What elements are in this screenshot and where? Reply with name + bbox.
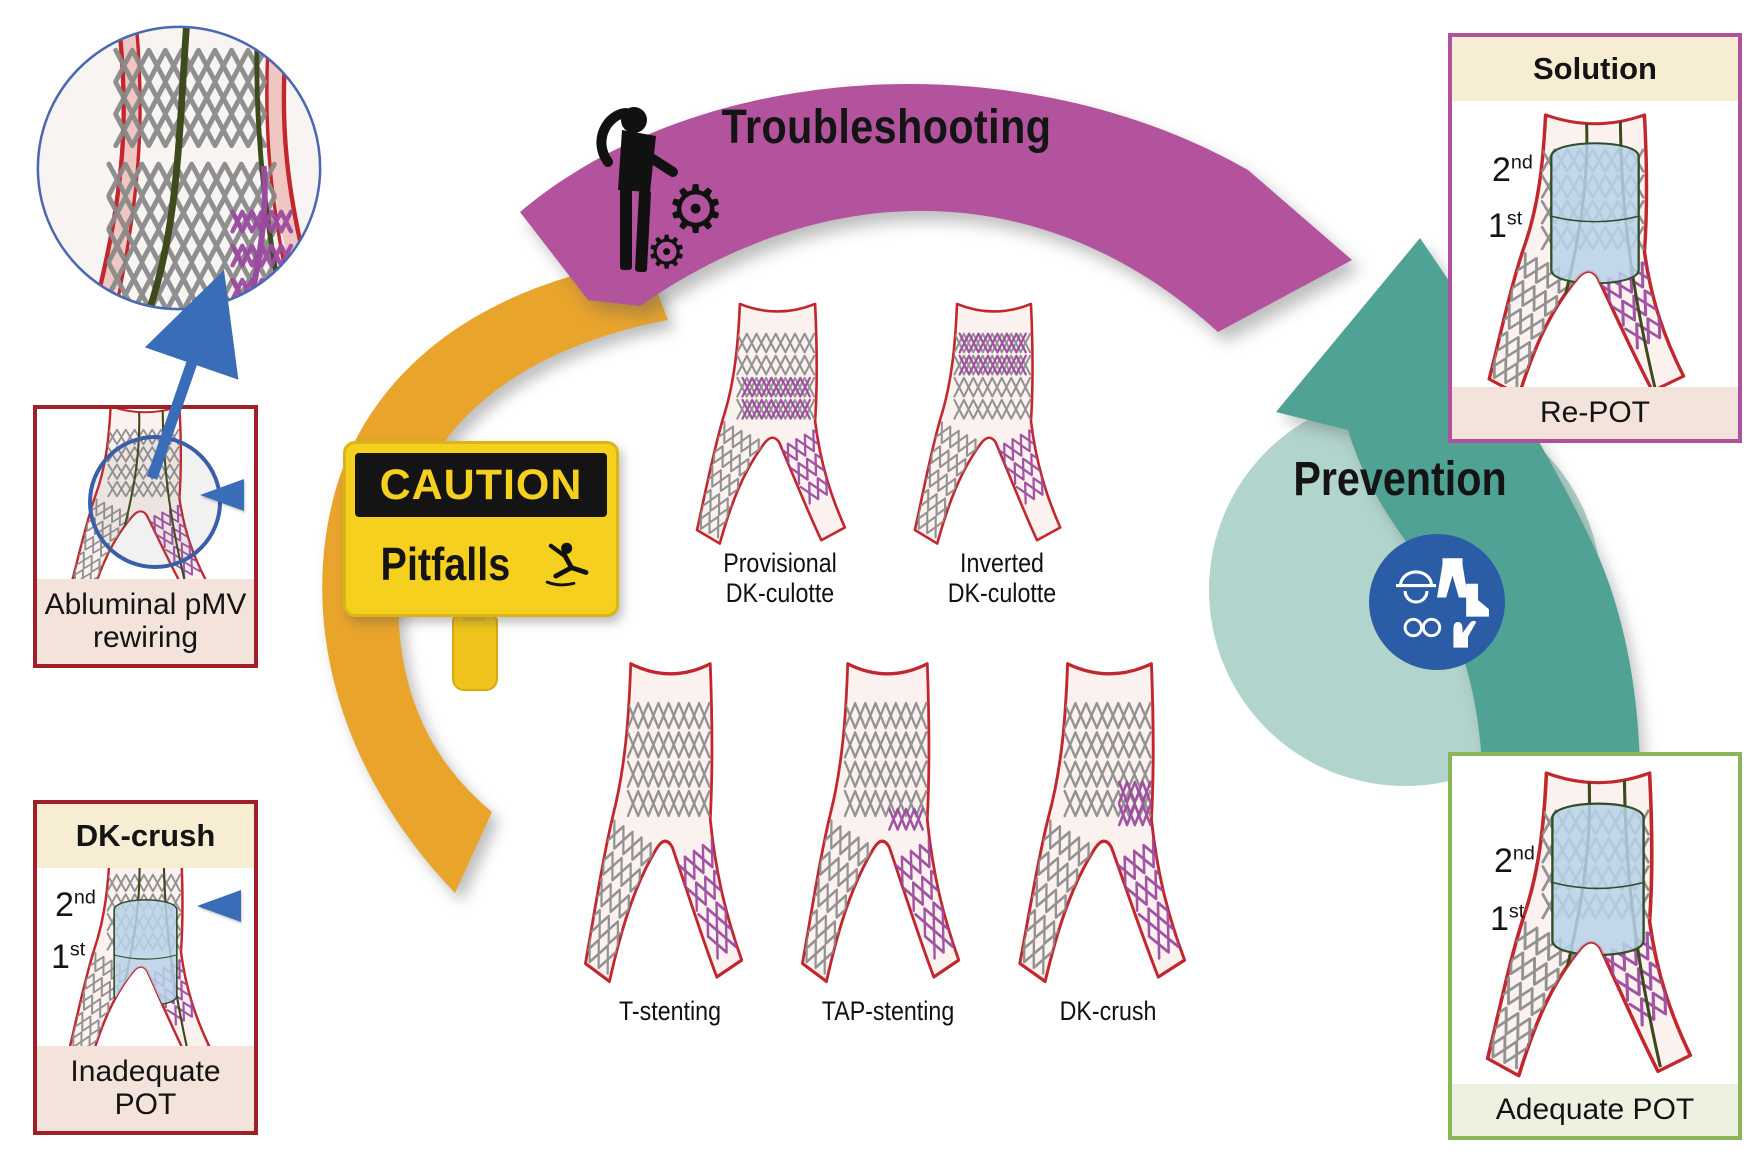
glove-icon bbox=[1453, 620, 1477, 648]
figure-provisional-dk-culotte bbox=[690, 292, 865, 547]
figure-dk-crush bbox=[1012, 648, 1207, 986]
ppe-icons-circle bbox=[1369, 534, 1505, 670]
ppe-icons bbox=[1395, 558, 1489, 648]
stage-label-first: 1st bbox=[1490, 900, 1525, 938]
stage-label-second: 2nd bbox=[1492, 151, 1533, 189]
panel-solution-caption: Re-POT bbox=[1452, 386, 1738, 439]
gear-icon-small: ⚙ bbox=[646, 225, 687, 275]
prevention-title: Prevention bbox=[1293, 453, 1507, 506]
panel-dk-crush-caption: Inadequate POT bbox=[37, 1046, 254, 1131]
label-t-stenting: T-stenting bbox=[619, 996, 721, 1026]
panel-solution-title: Solution bbox=[1452, 37, 1738, 101]
figure-tap-stenting bbox=[795, 648, 980, 986]
slipping-person-icon bbox=[546, 542, 589, 587]
panel-abluminal-caption: Abluminal pMV rewiring bbox=[37, 579, 254, 664]
figure-inverted-dk-culotte bbox=[908, 292, 1080, 547]
caution-sign: CAUTION Pitfalls bbox=[343, 441, 619, 617]
panel-adequate-pot: 2nd 1st Adequate POT bbox=[1448, 752, 1742, 1140]
pointer-arrowhead bbox=[200, 479, 244, 511]
label-provisional-dk-culotte: Provisional DK-culotte bbox=[723, 548, 837, 609]
label-dk-crush: DK-crush bbox=[1059, 996, 1157, 1026]
figure-t-stenting bbox=[578, 648, 763, 986]
goggles-icon bbox=[1403, 617, 1442, 638]
label-tap-stenting: TAP-stenting bbox=[821, 996, 955, 1026]
stent-figure-inadequate-pot bbox=[63, 868, 228, 1047]
stage-label-first: 1st bbox=[51, 938, 86, 976]
stent-figure-re-pot bbox=[1480, 101, 1710, 387]
panel-abluminal-rewiring: Abluminal pMV rewiring bbox=[33, 405, 258, 668]
panel-adequate-caption: Adequate POT bbox=[1452, 1083, 1738, 1136]
boot-icon bbox=[1466, 583, 1489, 617]
coveralls-icon bbox=[1437, 558, 1468, 598]
panel-dk-crush-title: DK-crush bbox=[37, 804, 254, 868]
hard-hat-icon bbox=[1395, 570, 1437, 604]
stage-label-second: 2nd bbox=[1494, 842, 1535, 880]
magnified-stent-inset bbox=[33, 22, 325, 314]
troubleshooting-title: Troubleshooting bbox=[721, 101, 1052, 154]
caution-sign-handle bbox=[452, 615, 498, 691]
caution-title: CAUTION bbox=[355, 453, 607, 517]
label-inverted-dk-culotte: Inverted DK-culotte bbox=[947, 548, 1057, 609]
pointer-arrowhead bbox=[197, 890, 241, 922]
caution-subtitle: Pitfalls bbox=[380, 538, 510, 590]
stage-label-first: 1st bbox=[1488, 207, 1523, 245]
panel-dk-crush-pitfall: DK-crush 2nd 1st Inadequate POT bbox=[33, 800, 258, 1135]
stage-label-second: 2nd bbox=[55, 886, 96, 924]
panel-solution: Solution 2nd 1st Re-POT bbox=[1448, 33, 1742, 443]
person-thinking-icon: ⚙ ⚙ bbox=[596, 107, 725, 275]
stent-figure-adequate-pot bbox=[1478, 758, 1718, 1080]
